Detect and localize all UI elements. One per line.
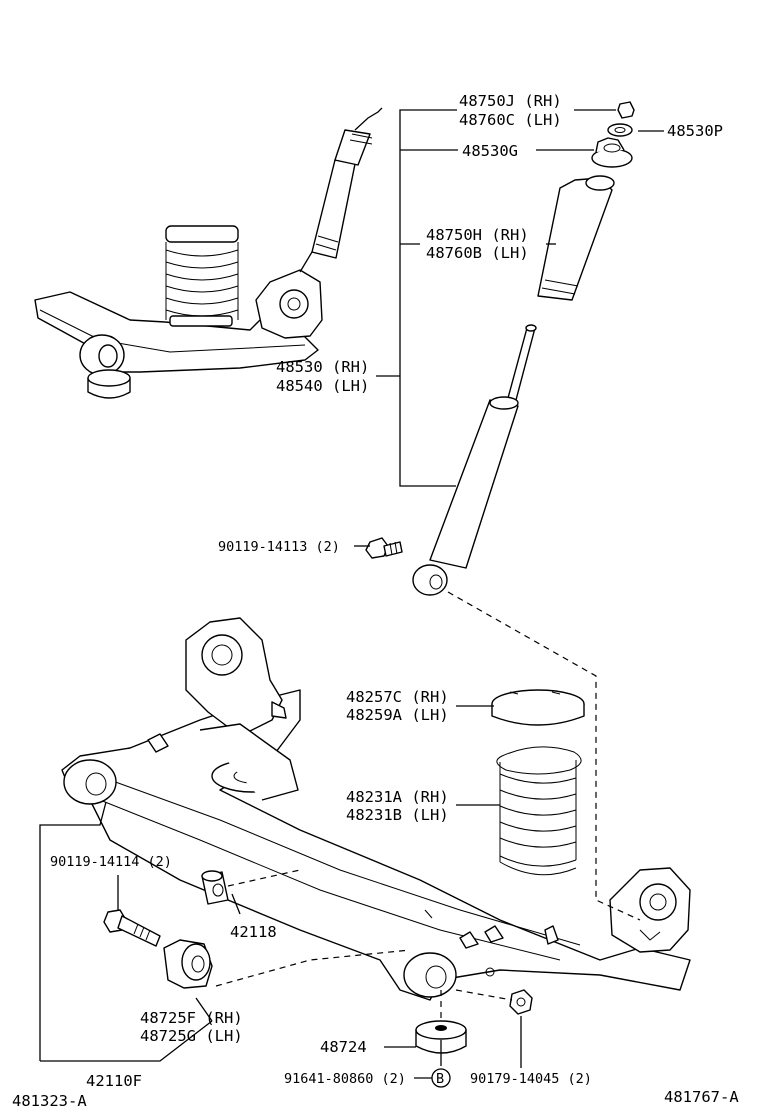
reference-marker-b-label: B bbox=[436, 1071, 444, 1087]
callout-labels: 48750J (RH) 48760C (LH) 48530P 48530G 48… bbox=[12, 92, 739, 1110]
callout-42110F: 42110F bbox=[86, 1072, 142, 1090]
callout-48259A: 48259A (LH) bbox=[346, 706, 449, 724]
callout-90119-14113: 90119-14113 (2) bbox=[218, 539, 340, 555]
callout-48257C: 48257C (RH) bbox=[346, 688, 449, 706]
figure-id-left: 481323-A bbox=[12, 1092, 87, 1110]
reference-marker-b: B bbox=[414, 1068, 451, 1088]
assembly-inset-illustration bbox=[34, 107, 383, 399]
callout-48530P: 48530P bbox=[667, 122, 723, 140]
figure-id-right: 481767-A bbox=[664, 1088, 739, 1106]
leader-lines bbox=[39, 109, 664, 1068]
coil-spring-illustration bbox=[491, 689, 585, 876]
callout-48760B: 48760B (LH) bbox=[426, 244, 529, 262]
callout-42118: 42118 bbox=[230, 923, 277, 941]
nut-90179-14045-illustration bbox=[509, 989, 533, 1015]
callout-48231A: 48231A (RH) bbox=[346, 788, 449, 806]
callout-48725G: 48725G (LH) bbox=[140, 1027, 243, 1045]
callout-48724: 48724 bbox=[320, 1038, 367, 1056]
bushing-48725F-illustration bbox=[163, 939, 213, 989]
callout-48231B: 48231B (LH) bbox=[346, 806, 449, 824]
callout-91641-80860: 91641-80860 (2) bbox=[284, 1071, 406, 1087]
callout-48540: 48540 (LH) bbox=[276, 377, 369, 395]
callout-48750H: 48750H (RH) bbox=[426, 226, 529, 244]
callout-48530G: 48530G bbox=[462, 142, 518, 160]
callout-90119-14114: 90119-14114 (2) bbox=[50, 854, 172, 870]
shock-exploded-illustration bbox=[365, 101, 635, 596]
callout-48760C: 48760C (LH) bbox=[459, 111, 562, 129]
callout-48725F: 48725F (RH) bbox=[140, 1009, 243, 1027]
callout-90179-14045: 90179-14045 (2) bbox=[470, 1071, 592, 1087]
bolt-90119-14114-illustration bbox=[103, 909, 161, 947]
callout-48530: 48530 (RH) bbox=[276, 358, 369, 376]
callout-48750J: 48750J (RH) bbox=[459, 92, 562, 110]
bushing-42118-illustration bbox=[201, 870, 229, 905]
axle-beam-illustration bbox=[61, 617, 691, 1001]
